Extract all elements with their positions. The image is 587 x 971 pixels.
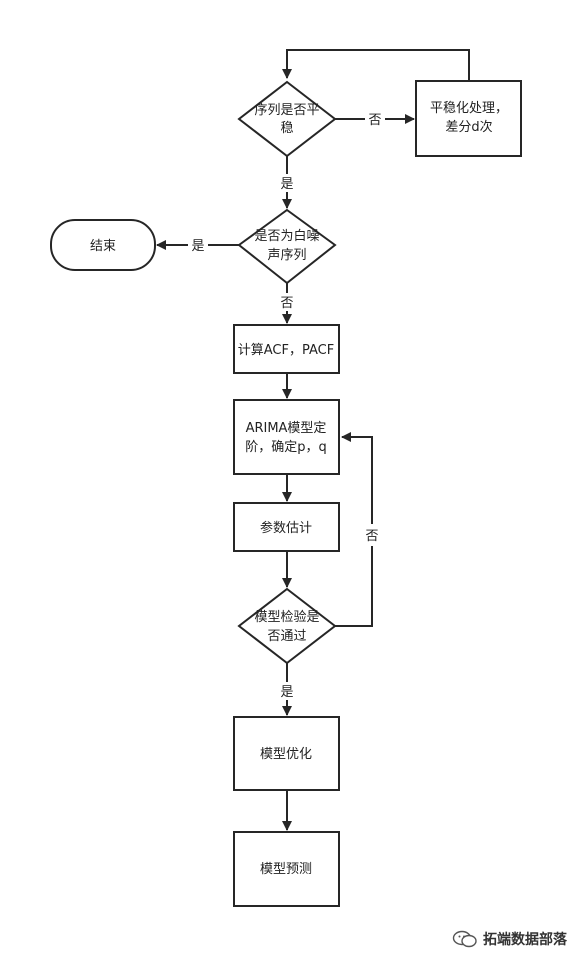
node-label-line: 是否为白噪 bbox=[254, 228, 319, 244]
edge-label-white-noise-yes: 是 bbox=[191, 239, 204, 254]
process-differencing: 平稳化处理， 差分d次 bbox=[415, 80, 522, 157]
decision-stationary-check: 序列是否平 稳 bbox=[237, 80, 337, 158]
edge-label-check-yes: 是 bbox=[280, 685, 293, 700]
decision-white-noise-check: 是否为白噪 声序列 bbox=[237, 208, 337, 285]
node-label-line: 参数估计 bbox=[260, 520, 312, 536]
node-label-line: 计算ACF，PACF bbox=[238, 343, 334, 358]
edge-label-stationary-yes: 是 bbox=[280, 177, 293, 192]
node-label-line: 模型预测 bbox=[260, 862, 312, 877]
decision-model-check: 模型检验是 否通过 bbox=[237, 587, 337, 665]
node-label-line: 阶，确定p，q bbox=[245, 440, 327, 455]
node-label-line: 结束 bbox=[90, 239, 116, 254]
watermark: 拓端数据部落 bbox=[452, 929, 567, 949]
process-model-forecast: 模型预测 bbox=[233, 831, 340, 907]
node-label-line: 稳 bbox=[280, 120, 293, 136]
node-label-line: 平稳化处理， bbox=[430, 100, 508, 116]
node-label-line: 模型检验是 bbox=[254, 609, 319, 625]
node-label-line: 否通过 bbox=[267, 629, 306, 644]
process-model-optimize: 模型优化 bbox=[233, 716, 340, 791]
node-label-line: ARIMA模型定 bbox=[246, 421, 327, 436]
process-param-estimation: 参数估计 bbox=[233, 502, 340, 552]
edge-label-white-noise-no: 否 bbox=[280, 296, 293, 311]
watermark-text: 拓端数据部落 bbox=[483, 932, 567, 948]
terminal-end: 结束 bbox=[50, 219, 156, 271]
process-arima-order: ARIMA模型定 阶，确定p，q bbox=[233, 399, 340, 475]
process-acf-pacf: 计算ACF，PACF bbox=[233, 324, 340, 374]
edge-label-check-no: 否 bbox=[365, 529, 378, 544]
node-label-line: 模型优化 bbox=[260, 747, 312, 762]
node-label-line: 声序列 bbox=[267, 248, 306, 263]
wechat-icon bbox=[452, 930, 477, 948]
edge-differencing-loop-back bbox=[282, 49, 470, 80]
node-label-line: 差分d次 bbox=[445, 119, 492, 135]
edge-label-stationary-no: 否 bbox=[368, 113, 381, 128]
node-label-line: 序列是否平 bbox=[254, 103, 319, 118]
